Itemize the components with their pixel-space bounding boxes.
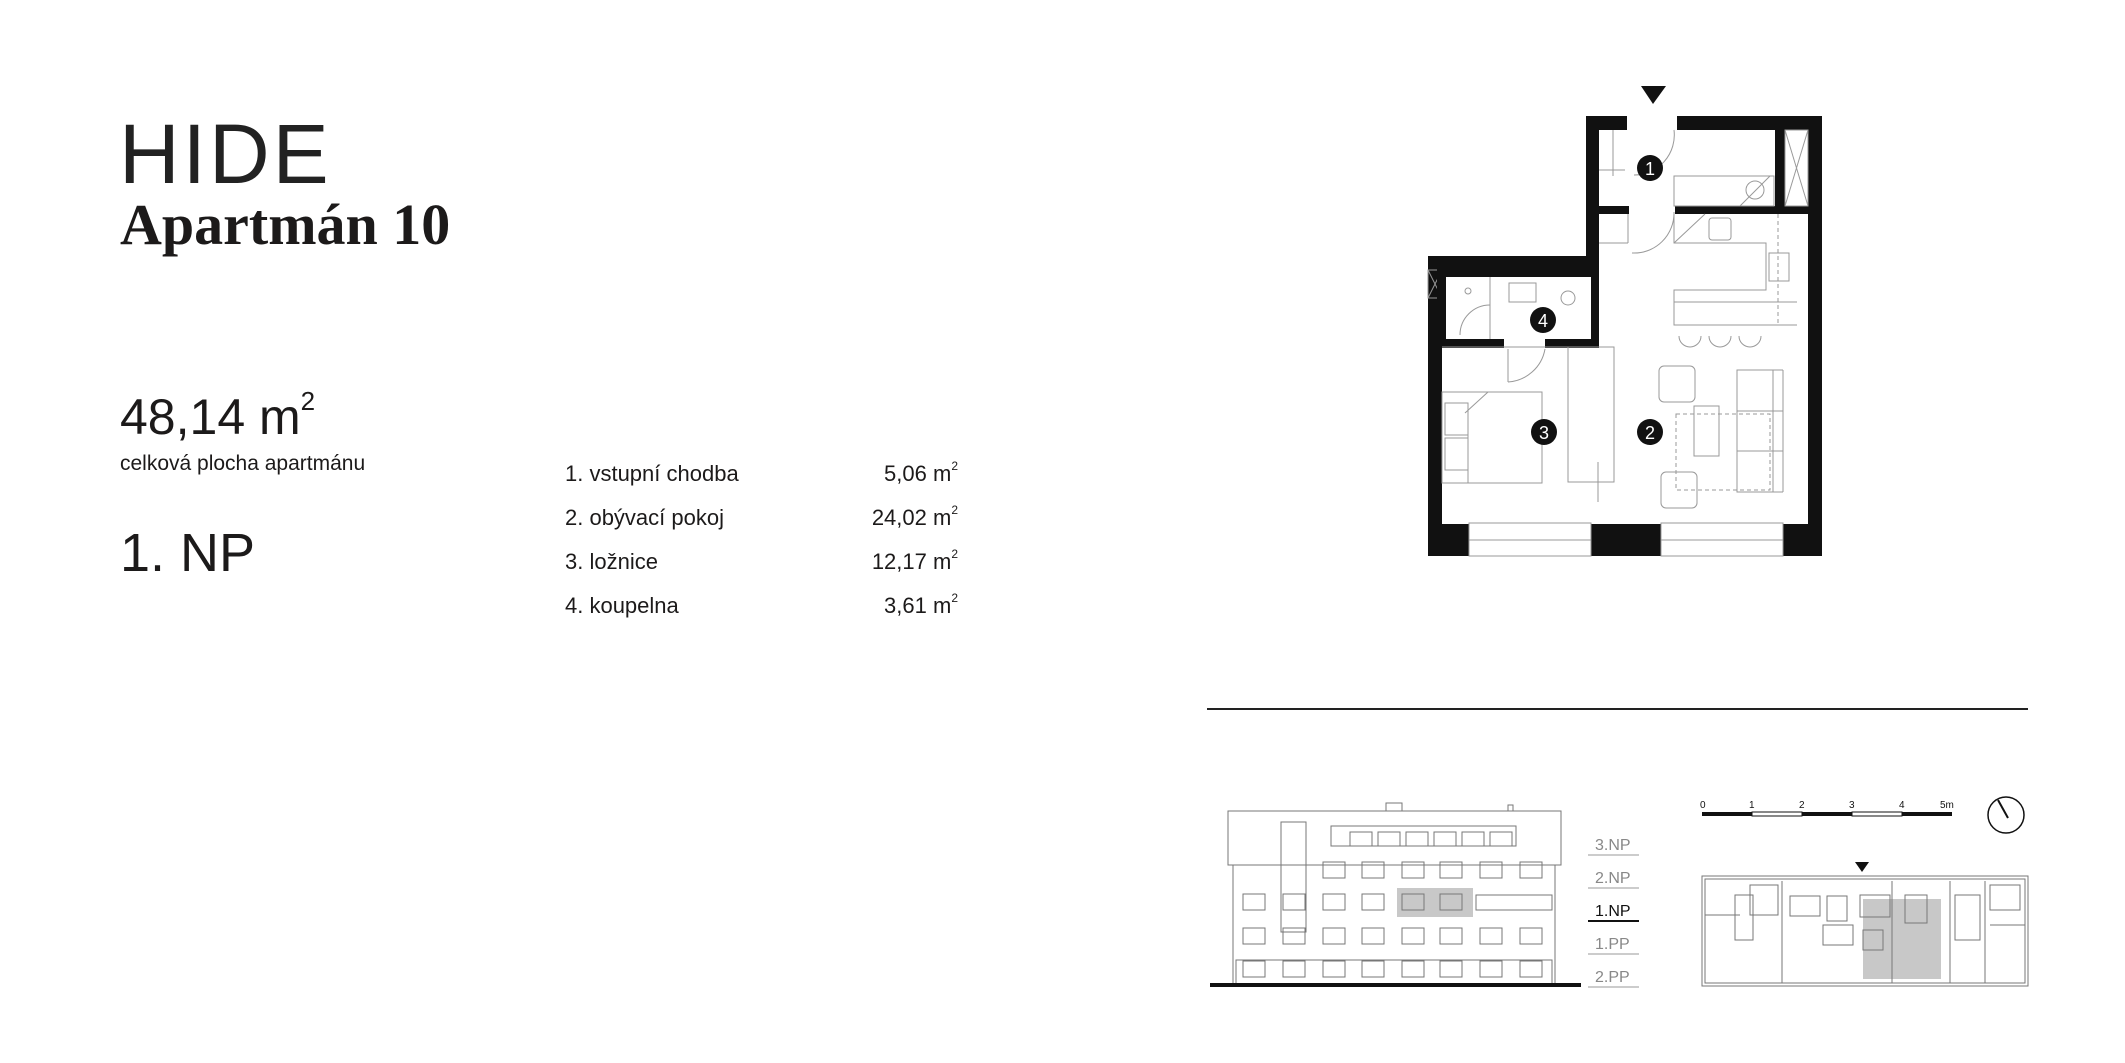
elevation-window: [1322, 960, 1346, 978]
room-marker-1: 1: [1645, 159, 1655, 179]
scale-label: 4: [1899, 800, 1905, 811]
room-list: 1. vstupní chodba 5,06 m2 2. obývací poko…: [565, 452, 958, 628]
elevation-window: [1401, 960, 1425, 978]
floor-label-3np[interactable]: 3.NP: [1595, 837, 1631, 854]
entrance-arrow-icon: [1641, 86, 1666, 104]
elevation-window: [1242, 927, 1266, 945]
apartment-title: Apartmán 10: [120, 192, 451, 257]
apartment-highlight: [1397, 888, 1473, 917]
elevation-window: [1361, 927, 1385, 945]
windows: [1468, 522, 1784, 557]
elevation-window: [1479, 861, 1503, 879]
elevation-window: [1519, 927, 1543, 945]
elevation-window: [1401, 893, 1425, 911]
elevation-window: [1282, 960, 1306, 978]
room-area: 12,17 m2: [871, 547, 958, 574]
elevation-window: [1461, 831, 1485, 847]
elevation-window: [1439, 893, 1463, 911]
elevation-window: [1439, 861, 1463, 879]
elevation-window: [1439, 960, 1463, 978]
room-area: 24,02 m2: [871, 503, 958, 530]
room-marker-4: 4: [1538, 311, 1548, 331]
elevation-window: [1282, 927, 1306, 945]
room-row: 2. obývací pokoj 24,02 m2: [565, 496, 958, 540]
elevation-window: [1405, 831, 1429, 847]
floor-plan: 1 2 3 4: [1427, 86, 1822, 557]
room-row: 3. ložnice 12,17 m2: [565, 540, 958, 584]
elevation-window: [1519, 960, 1543, 978]
room-name: 2. obývací pokoj: [565, 505, 724, 530]
elevation-window: [1401, 861, 1425, 879]
room-marker-3: 3: [1539, 423, 1549, 443]
elevation-window: [1349, 831, 1373, 847]
elevation-window: [1322, 893, 1346, 911]
elevation-window: [1322, 927, 1346, 945]
elevation-window: [1439, 927, 1463, 945]
floor-label-2pp[interactable]: 2.PP: [1595, 969, 1630, 986]
elevation-window: [1377, 831, 1401, 847]
elevation-window: [1519, 861, 1543, 879]
scale-label: 1: [1749, 800, 1755, 811]
area-exponent: 2: [300, 386, 316, 416]
floor-label-2np[interactable]: 2.NP: [1595, 870, 1631, 887]
elevation-window: [1282, 893, 1306, 911]
elevation-window: [1401, 927, 1425, 945]
elevation-window: [1242, 960, 1266, 978]
elevation-window: [1475, 894, 1553, 911]
room-area: 3,61 m2: [884, 591, 958, 618]
elevation-window: [1433, 831, 1457, 847]
total-area-label: celková plocha apartmánu: [120, 452, 366, 475]
elevation-window: [1322, 861, 1346, 879]
scale-label: 3: [1849, 800, 1855, 811]
scale-bar: 0 1 2 3 4 5m: [1700, 800, 1954, 817]
room-name: 1. vstupní chodba: [565, 461, 739, 486]
elevation-window: [1361, 893, 1385, 911]
room-row: 4. koupelna 3,61 m2: [565, 584, 958, 628]
elevation-window: [1361, 960, 1385, 978]
north-arrow-icon: [1987, 796, 2025, 834]
room-marker-2: 2: [1645, 423, 1655, 443]
scale-label: 2: [1799, 800, 1805, 811]
room-name: 3. ložnice: [565, 549, 658, 574]
elevation-window: [1361, 861, 1385, 879]
room-row: 1. vstupní chodba 5,06 m2: [565, 452, 958, 496]
total-area-value: 48,14 m: [120, 389, 301, 445]
scale-label: 0: [1700, 800, 1706, 811]
apartment-highlight-site: [1863, 899, 1941, 979]
room-name: 4. koupelna: [565, 593, 679, 618]
floor-labels: 3.NP 2.NP 1.NP 1.PP 2.PP: [1588, 837, 1639, 988]
room-markers: 1 2 3 4: [1530, 155, 1663, 445]
scale-label: 5m: [1940, 800, 1954, 811]
elevation-window: [1242, 893, 1266, 911]
room-area: 5,06 m2: [884, 459, 958, 486]
floor-label: 1. NP: [120, 523, 256, 583]
elevation-window: [1479, 927, 1503, 945]
elevation-window: [1479, 960, 1503, 978]
brand-title: HIDE: [119, 107, 332, 201]
elevation-window: [1489, 831, 1513, 847]
total-area: 48,14 m2: [120, 388, 315, 445]
furniture: [1441, 129, 1797, 509]
site-plan: [1701, 862, 2029, 987]
floor-label-1np-current[interactable]: 1.NP: [1595, 903, 1631, 920]
building-elevation: [1210, 802, 1581, 987]
floor-label-1pp[interactable]: 1.PP: [1595, 936, 1630, 953]
